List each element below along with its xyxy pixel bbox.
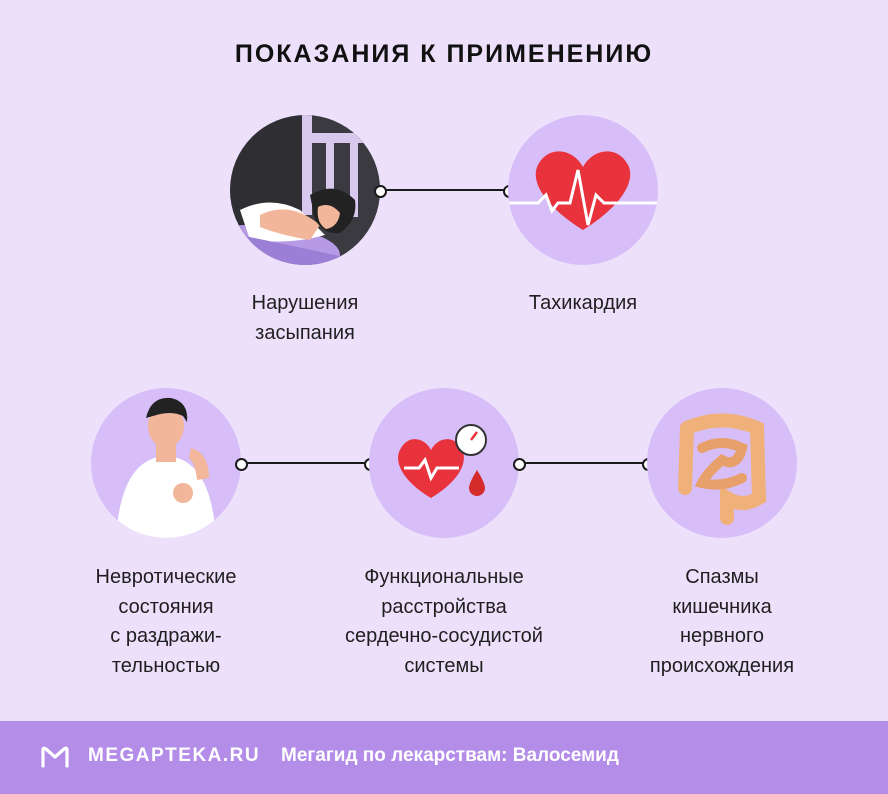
label-intestine: Спазмы кишечника нервного происхождения: [649, 566, 795, 677]
connector-dot: [374, 185, 387, 198]
label-tachycardia: Тахикардия: [528, 292, 638, 314]
sleeping-woman-icon: [230, 115, 380, 265]
label-sleep: Нарушения засыпания: [251, 292, 359, 344]
nervous-man-icon: [91, 388, 241, 538]
footer-tagline: Мегагид по лекарствам: Валосемид: [281, 745, 619, 766]
connector-line: [524, 462, 643, 464]
page-title: ПОКАЗАНИЯ К ПРИМЕНЕНИЮ: [234, 40, 654, 68]
connector-line: [385, 189, 504, 191]
label-cardiovascular: Функциональные расстройства сердечно-сос…: [345, 566, 543, 677]
connector-line: [246, 462, 365, 464]
heart-pulse-icon: [508, 115, 658, 265]
connector-dot: [235, 458, 248, 471]
intestine-icon: [647, 388, 797, 538]
logo-text[interactable]: MEGAPTEKA.RU: [88, 745, 261, 766]
megapteka-logo-icon: [41, 746, 69, 768]
connector-dot: [513, 458, 526, 471]
heart-pressure-icon: [369, 388, 519, 538]
footer: MEGAPTEKA.RU Мегагид по лекарствам: Вало…: [0, 721, 888, 794]
label-neurotic: Невротические состояния с раздражи- тель…: [95, 566, 237, 677]
